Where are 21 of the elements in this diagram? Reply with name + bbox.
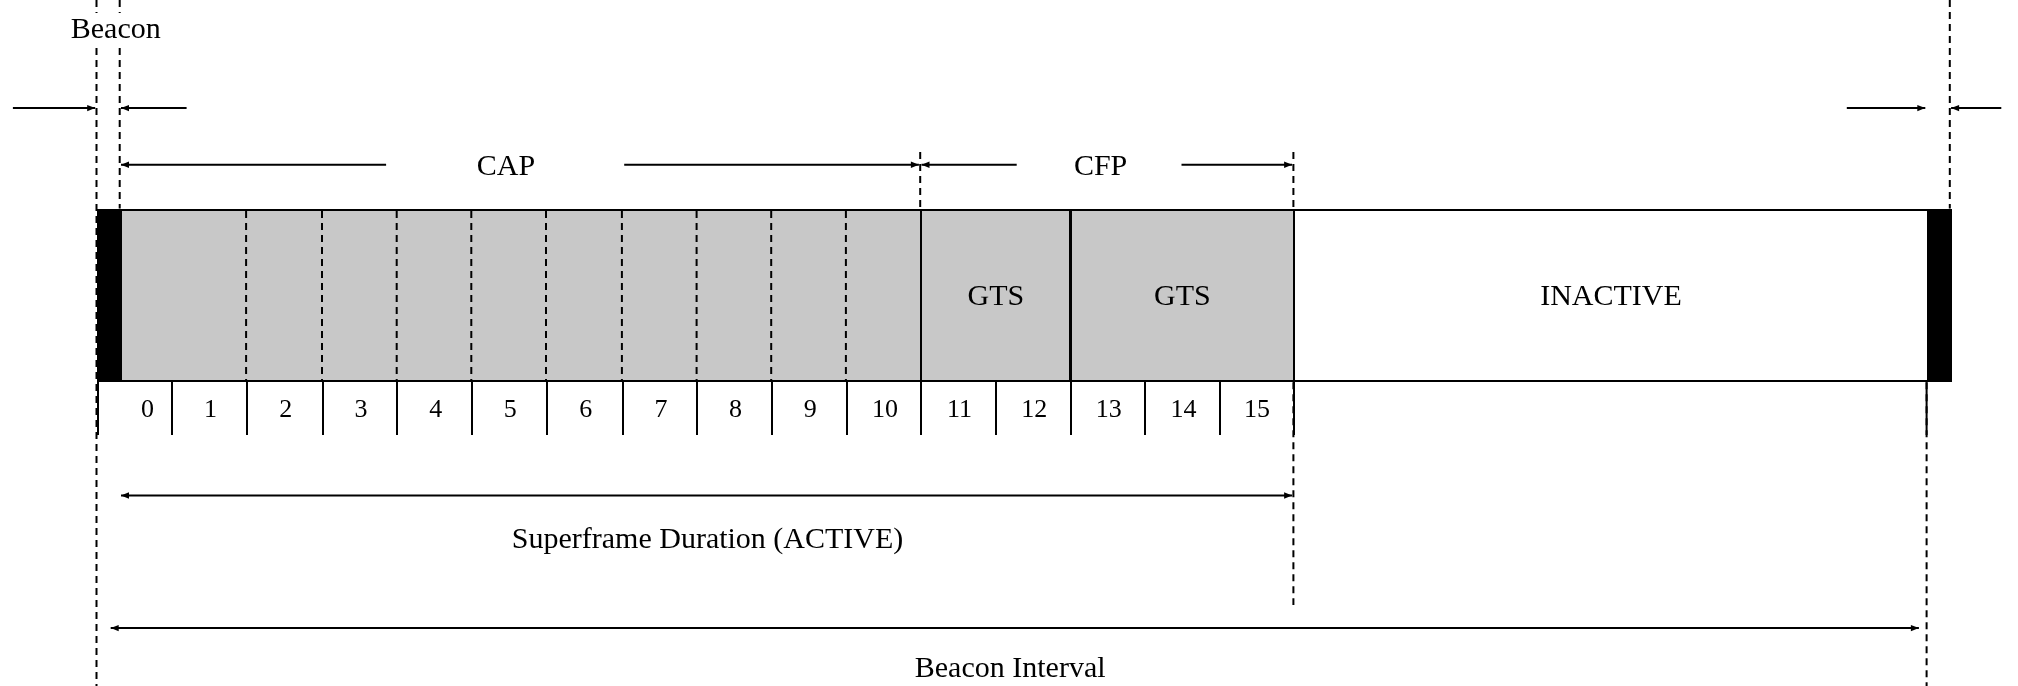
slot-number: 12: [994, 382, 1072, 435]
slot-number: 3: [321, 382, 399, 435]
slot-number: 8: [696, 382, 773, 435]
beacon-block: [1926, 208, 1952, 383]
slot-number: 4: [396, 382, 473, 435]
slot-number: 1: [171, 382, 248, 435]
slot-number: 5: [471, 382, 548, 435]
slot-number: 10: [845, 382, 923, 435]
slot-number: 15: [1218, 382, 1296, 435]
slot-number: 0: [96, 382, 174, 435]
slot-number: 14: [1144, 382, 1221, 435]
slot-number: 9: [770, 382, 848, 435]
gts-segment: GTS: [1069, 208, 1296, 383]
slot-number: 2: [245, 382, 324, 435]
slot-number: 11: [920, 382, 997, 435]
slot-number: 13: [1069, 382, 1147, 435]
slot-number: 7: [621, 382, 699, 435]
slot-number: 6: [545, 382, 624, 435]
cap-segment: [119, 208, 923, 383]
gts-segment: GTS: [920, 208, 1072, 383]
inactive-segment: INACTIVE: [1293, 208, 1929, 383]
